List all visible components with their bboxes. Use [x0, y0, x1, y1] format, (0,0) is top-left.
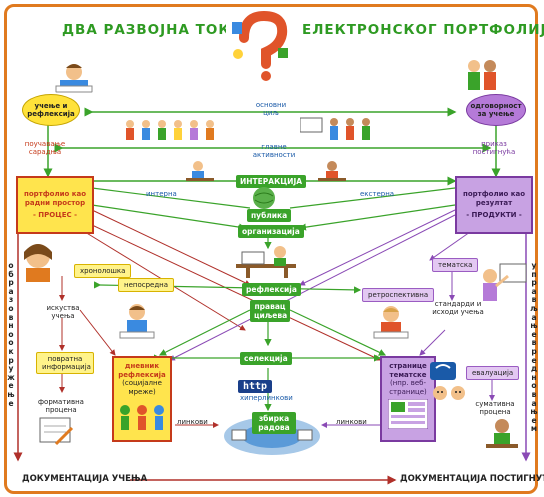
label-internal: интерна — [146, 190, 177, 198]
presentation-group-illustration — [300, 117, 370, 140]
question-mark-illustration — [226, 8, 296, 83]
student-reading-illustration — [55, 64, 93, 93]
label-collection-works: збирка радова — [252, 412, 296, 434]
phone-icon — [430, 362, 456, 380]
box-portfolio-process-sub: - ПРОЦЕС - — [32, 211, 78, 220]
label-interaction: ИНТЕРАКЦИЈА — [236, 175, 307, 188]
ellipse-responsibility-label: одговорност за учење — [470, 102, 522, 118]
label-selection: селекција — [240, 352, 292, 365]
label-summative: сумативна процена — [475, 400, 515, 416]
ellipse-learning-reflection: учење и рефлексија — [22, 94, 80, 126]
bottom-label-left: ДОКУМЕНТАЦИЈА УЧЕЊА — [22, 474, 148, 484]
student-desk-center-illustration — [236, 246, 296, 278]
students-standing-illustration — [468, 60, 496, 90]
pill-chronological: хронолошка — [74, 264, 132, 278]
pill-immediate: непосредна — [118, 278, 175, 292]
box-reflection-diary-title: дневник рефлексија — [118, 362, 166, 379]
ellipse-learning-reflection-label: учење и рефлексија — [27, 102, 75, 118]
label-teaching-cooperation: поучавање сарадња — [24, 140, 66, 156]
children-group-illustration — [126, 120, 214, 140]
box-portfolio-process-title: портфолио као радни простор — [23, 190, 87, 207]
label-links-left: линкови — [177, 418, 208, 426]
student-sitting-illustration — [486, 419, 518, 448]
student-reading-right-illustration — [373, 306, 409, 339]
globe-icon — [253, 187, 275, 209]
box-thematic-pages-title: странице тематске — [389, 362, 427, 379]
title-right: ЕЛЕКТРОНСКОГ ПОРТФОЛИЈА — [302, 22, 544, 38]
bottom-label-right: ДОКУМЕНТАЦИЈА ПОСТИГНУЋА — [400, 474, 544, 484]
girl-thinking-illustration — [24, 244, 52, 282]
label-direction-goals: правац циљева — [250, 300, 290, 322]
label-experiences: искуства учења — [46, 304, 80, 320]
writing-hand-illustration — [39, 417, 74, 446]
label-public: публика — [247, 209, 292, 222]
box-thematic-pages-sub: (нпр. веб-странице) — [389, 379, 427, 396]
student-desk-illustration-right — [318, 161, 346, 181]
title-left: ДВА РАЗВОЈНА ТОКА — [62, 22, 242, 38]
label-external: екстерна — [360, 190, 395, 198]
label-links-right: линкови — [336, 418, 367, 426]
box-portfolio-process: портфолио као радни простор - ПРОЦЕС - — [16, 176, 94, 234]
box-portfolio-result-sub: - ПРОДУКТИ - — [466, 211, 522, 220]
label-reflection: рефлексија — [242, 283, 301, 296]
box-reflection-diary-sub: (социјалне мреже) — [122, 379, 162, 396]
social-network-icon — [120, 405, 164, 430]
faces-icon — [433, 386, 465, 400]
box-portfolio-result-title: портфолио као резултат — [462, 190, 526, 207]
pill-retrospective: ретроспективна — [362, 288, 435, 302]
label-presentation-achievements: приказ постигнућа — [472, 140, 516, 156]
student-desk-illustration-left — [186, 161, 214, 181]
label-hyperlinks: хиперлинкови — [240, 394, 293, 402]
label-main-activities: главне активности — [252, 143, 296, 159]
web-page-icon — [388, 399, 428, 429]
pill-evaluation: евалуација — [466, 366, 520, 380]
teacher-pointing-illustration — [483, 263, 527, 301]
pill-feedback: повратна информација — [36, 352, 94, 374]
http-icon: http — [238, 380, 273, 393]
label-organization: организација — [238, 225, 304, 238]
box-reflection-diary: дневник рефлексија (социјалне мреже) — [112, 356, 172, 442]
label-main-goal: основни циљ — [255, 101, 287, 117]
box-thematic-pages: странице тематске (нпр. веб-странице) — [380, 356, 436, 442]
student-writing-illustration — [119, 304, 155, 339]
ellipse-responsibility: одговорност за учење — [466, 94, 526, 126]
pill-thematic: тематска — [432, 258, 479, 272]
label-formative: формативна процена — [38, 398, 84, 414]
label-standards: стандарди и исходи учења — [432, 300, 484, 316]
box-portfolio-result: портфолио као резултат - ПРОДУКТИ - — [455, 176, 533, 234]
